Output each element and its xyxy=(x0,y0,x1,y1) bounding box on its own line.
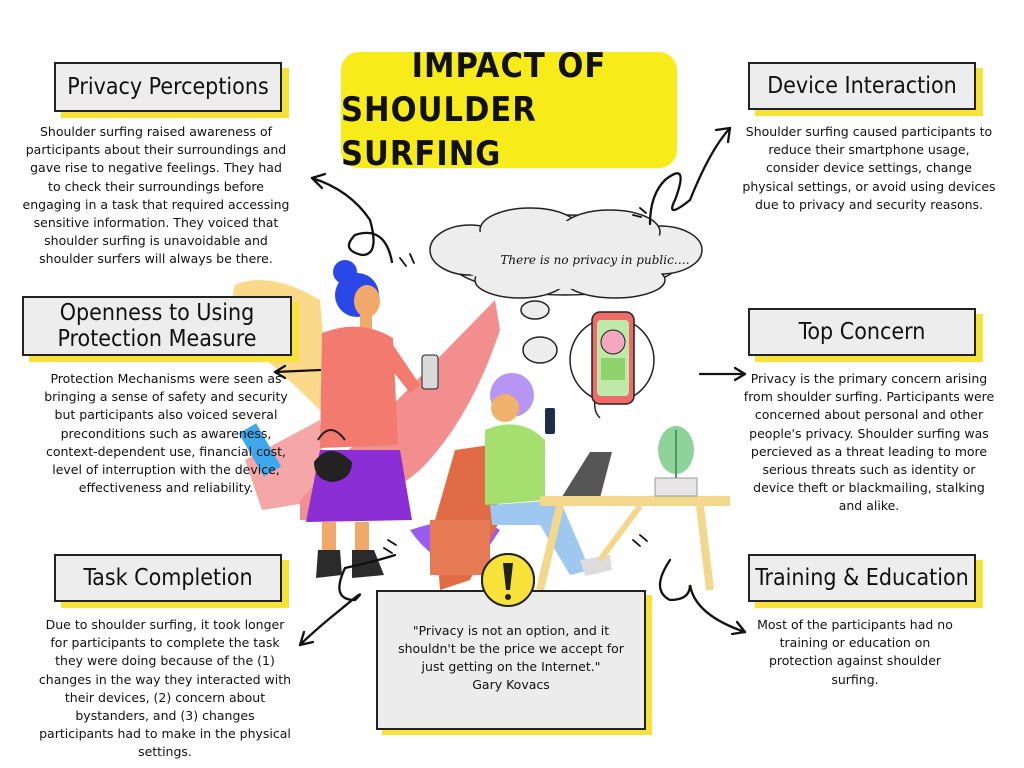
top-concern-heading-text: Top Concern xyxy=(798,319,926,345)
arrow-device-interaction xyxy=(648,126,732,226)
top-concern-heading: Top Concern xyxy=(748,308,976,356)
quote-text: "Privacy is not an option, and it should… xyxy=(398,623,624,674)
privacy-perceptions-text: Shoulder surfing raised awareness of par… xyxy=(22,124,290,267)
seated-figure xyxy=(430,373,612,590)
blue-bar xyxy=(238,423,282,477)
device-interaction-heading-text: Device Interaction xyxy=(767,73,957,99)
thought-cloud-text: There is no privacy in public…. xyxy=(500,253,690,267)
desk xyxy=(536,426,730,591)
training-heading: Training & Education xyxy=(748,554,976,602)
quote-block: "Privacy is not an option, and it should… xyxy=(386,622,636,694)
training-text: Most of the participants had no training… xyxy=(757,617,953,687)
title-line-1: IMPACT OF xyxy=(411,46,607,86)
openness-heading: Openness to Using Protection Measure xyxy=(22,296,292,356)
privacy-perceptions-heading-text: Privacy Perceptions xyxy=(67,74,269,100)
quote-box: "Privacy is not an option, and it should… xyxy=(376,590,646,730)
openness-text: Protection Mechanisms were seen as bring… xyxy=(44,371,288,496)
device-interaction-text: Shoulder surfing caused participants to … xyxy=(742,124,996,212)
title-banner: IMPACT OF SHOULDER SURFING xyxy=(341,46,677,174)
task-completion-heading-text: Task Completion xyxy=(83,565,253,591)
arrow-task-completion xyxy=(298,553,397,647)
privacy-perceptions-heading: Privacy Perceptions xyxy=(54,62,282,112)
training-heading-text: Training & Education xyxy=(755,565,969,591)
openness-heading-line-2: Protection Measure xyxy=(57,326,257,352)
task-completion-heading: Task Completion xyxy=(54,554,282,602)
top-concern-text: Privacy is the primary concern arising f… xyxy=(743,371,995,514)
task-completion-text: Due to shoulder surfing, it took longer … xyxy=(38,617,292,760)
openness-heading-line-1: Openness to Using xyxy=(59,300,255,326)
quote-author: Gary Kovacs xyxy=(472,677,550,692)
title-line-2: SHOULDER SURFING xyxy=(341,90,537,174)
phone-bubble xyxy=(569,311,655,419)
thought-cloud-shape xyxy=(429,207,703,364)
device-interaction-heading: Device Interaction xyxy=(748,62,976,110)
red-wing xyxy=(245,420,325,510)
woman-figure xyxy=(306,260,439,578)
exclamation-icon xyxy=(481,553,535,607)
arrow-training xyxy=(658,558,747,634)
arrow-privacy-perceptions xyxy=(310,176,394,264)
arrow-openness xyxy=(273,368,322,374)
